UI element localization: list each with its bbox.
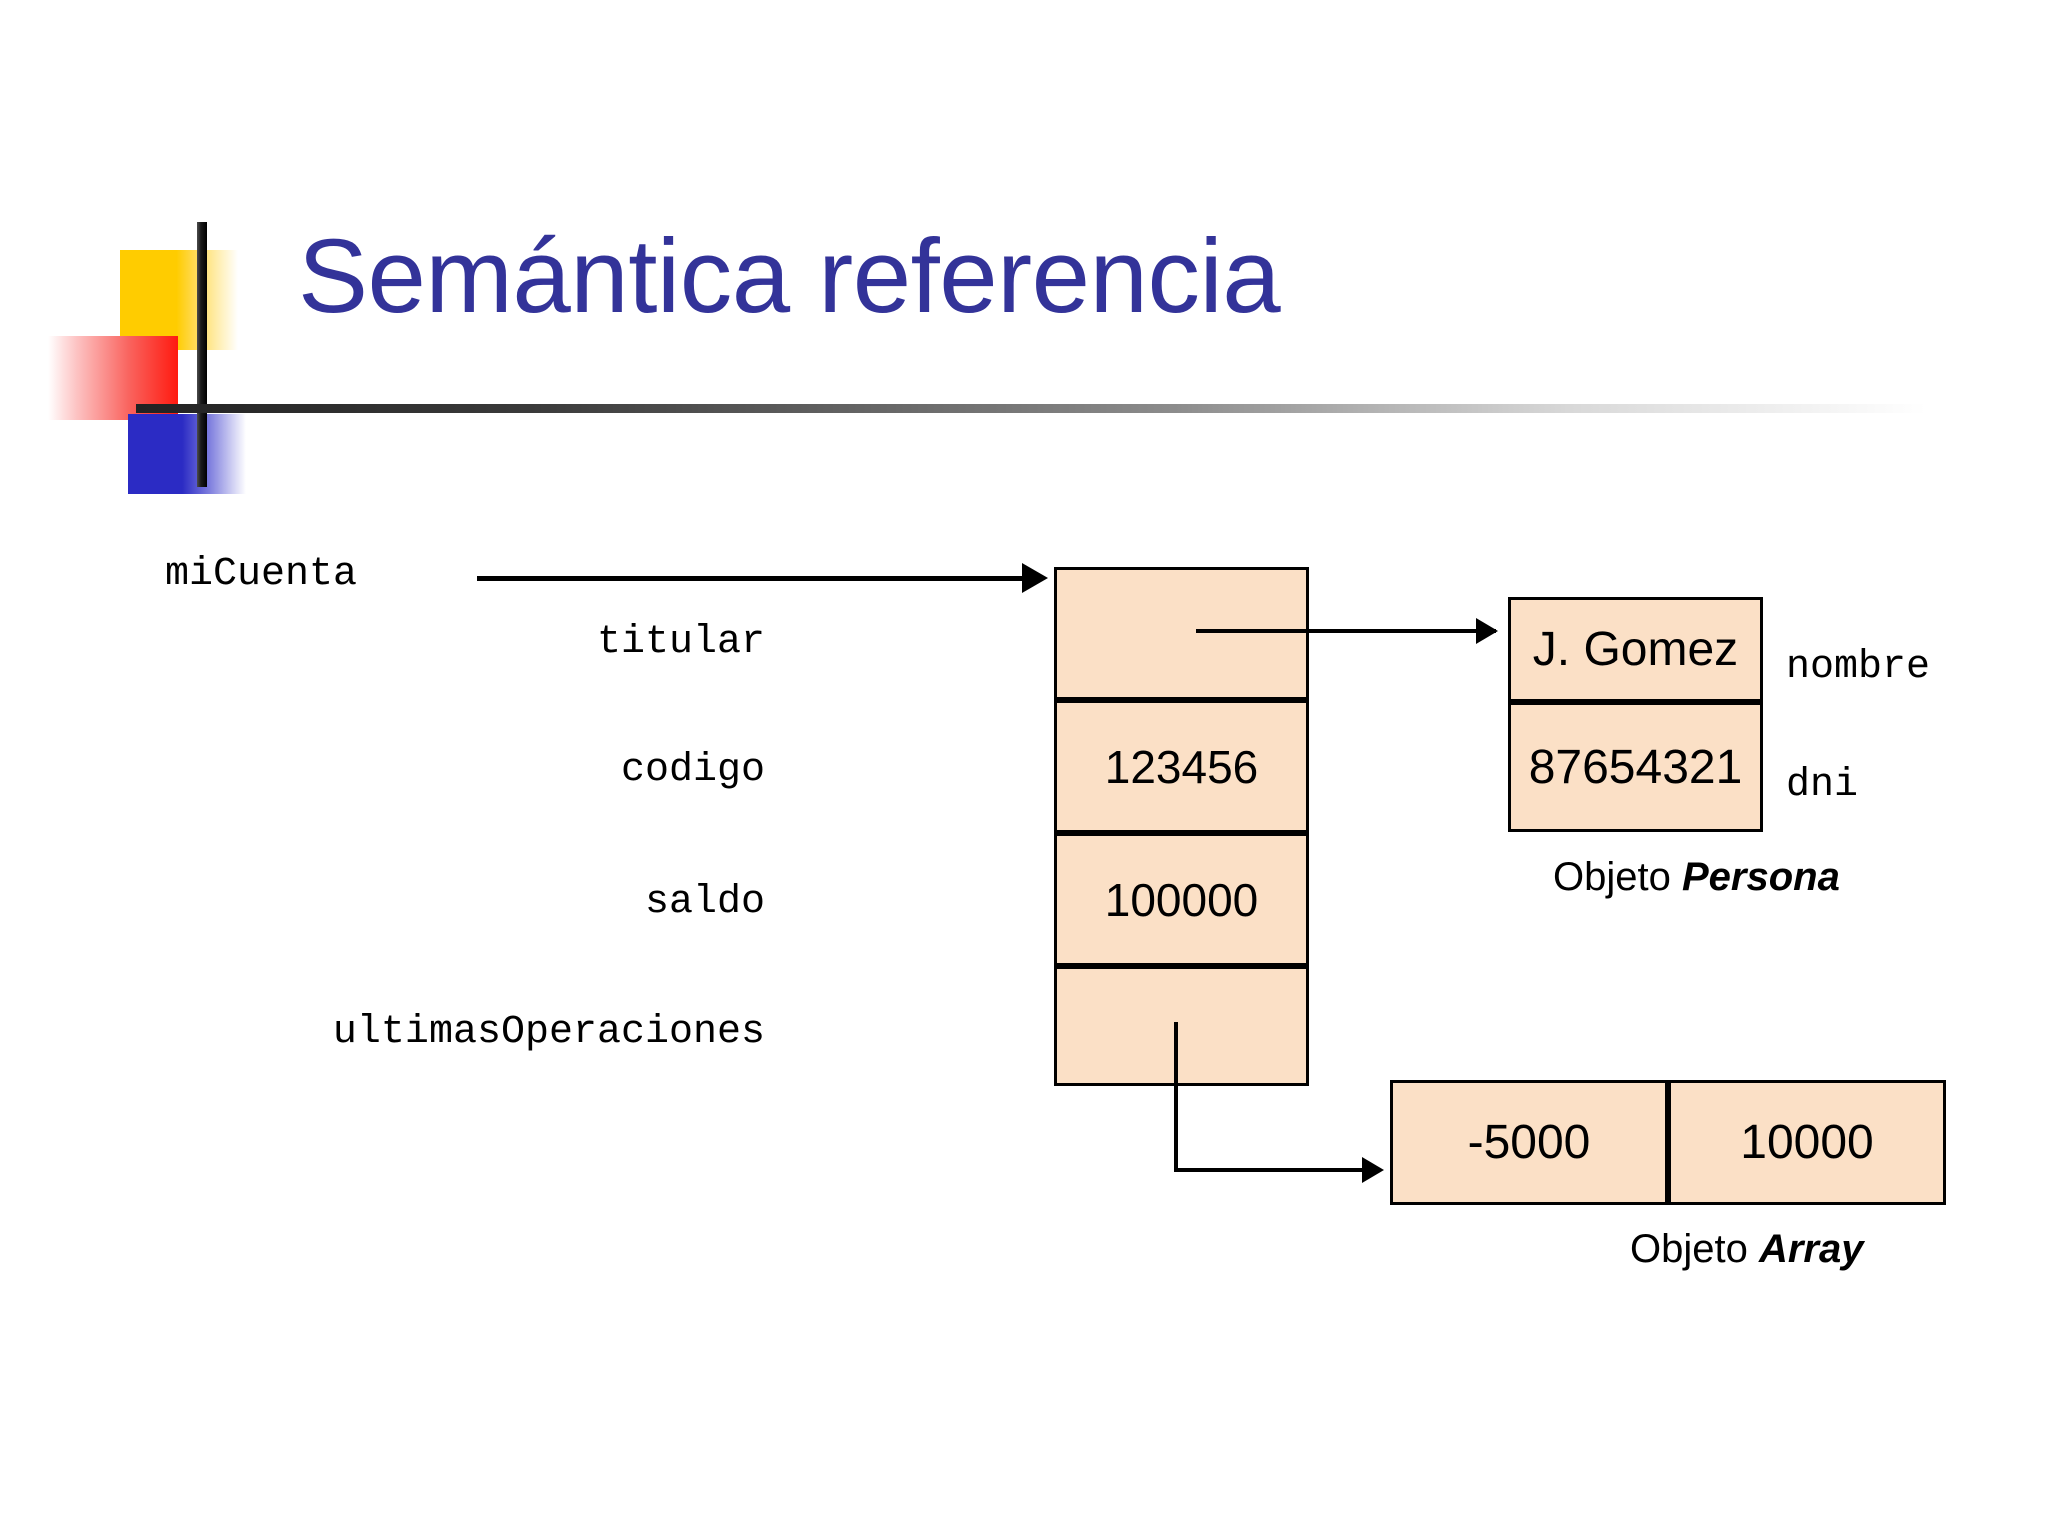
cuenta-cell-codigo: 123456: [1054, 700, 1309, 833]
logo-blue-rectangle: [128, 414, 246, 494]
micuenta-arrow-head: [1022, 563, 1048, 593]
persona-caption-name: Persona: [1681, 855, 1840, 899]
array-connector-vertical: [1174, 1022, 1178, 1172]
array-caption-name: Array: [1758, 1227, 1864, 1271]
array-arrow-head: [1362, 1157, 1384, 1183]
array-caption: Objeto Array: [1630, 1227, 1863, 1272]
persona-field-label-dni: dni: [1786, 763, 1859, 808]
array-connector-horizontal: [1174, 1168, 1374, 1172]
persona-field-label-nombre: nombre: [1786, 645, 1931, 690]
titular-arrow-head: [1476, 618, 1498, 644]
persona-cell-nombre: J. Gomez: [1508, 597, 1763, 702]
persona-caption-prefix: Objeto: [1553, 855, 1682, 899]
titular-reference-line: [1196, 629, 1496, 633]
logo-yellow-square: [120, 250, 238, 350]
logo-vertical-bar: [197, 222, 207, 487]
array-cell-0: -5000: [1390, 1080, 1668, 1205]
array-cell-1: 10000: [1668, 1080, 1946, 1205]
cuenta-cell-ultimasoperaciones: [1054, 966, 1309, 1086]
title-underline-rule: [136, 404, 1926, 413]
field-label-titular: titular: [596, 620, 765, 665]
field-label-codigo: codigo: [620, 748, 765, 793]
cuenta-cell-saldo: 100000: [1054, 833, 1309, 966]
field-label-saldo: saldo: [644, 880, 765, 925]
persona-cell-dni: 87654321: [1508, 702, 1763, 832]
persona-caption: Objeto Persona: [1553, 855, 1840, 900]
cuenta-cell-titular: [1054, 567, 1309, 700]
array-caption-prefix: Objeto: [1630, 1227, 1759, 1271]
reference-variable-label: miCuenta: [165, 552, 358, 597]
field-label-ultimasoperaciones: ultimasOperaciones: [332, 1010, 765, 1055]
micuenta-arrow-line: [477, 576, 1027, 581]
page-title: Semántica referencia: [298, 218, 1281, 335]
